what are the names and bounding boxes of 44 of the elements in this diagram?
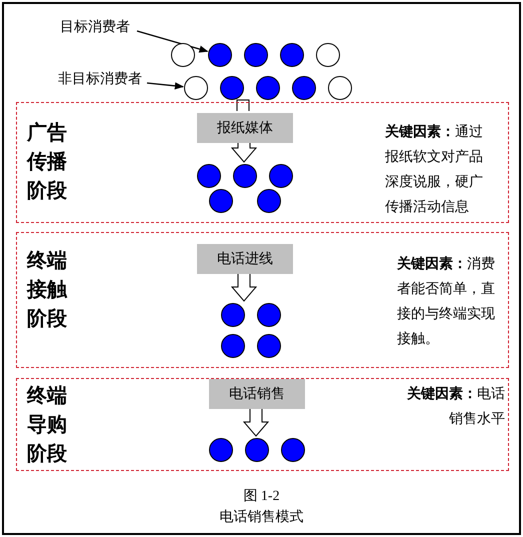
consumer-dot — [197, 164, 221, 188]
figure-caption: 电话销售模式 — [220, 508, 304, 524]
consumer-dot — [256, 76, 280, 100]
key-factor-text: 关键因素：电话销售水平 — [406, 384, 505, 428]
consumer-dot — [209, 189, 233, 213]
consumer-dot — [208, 43, 232, 67]
consumer-dot — [257, 334, 281, 358]
channel-box: 电话进线 — [197, 244, 293, 274]
hollow-arrow — [230, 142, 258, 163]
hollow-arrow — [242, 408, 270, 437]
consumer-dot — [245, 438, 269, 462]
consumer-circle — [316, 43, 340, 67]
consumer-circle — [328, 76, 352, 100]
consumer-dot — [244, 43, 268, 67]
leader-line — [146, 82, 184, 90]
channel-box: 报纸媒体 — [197, 113, 293, 143]
consumer-dot — [221, 303, 245, 327]
consumer-dot — [233, 164, 257, 188]
consumer-dot — [221, 334, 245, 358]
key-factor-text: 关键因素：通过报纸软文对产品深度说服，硬广传播活动信息 — [385, 122, 484, 216]
figure-number: 图 1-2 — [243, 488, 280, 505]
consumer-label: 非目标消费者 — [58, 70, 142, 88]
key-factor-text: 关键因素：消费者能否简单，直接的与终端实现接触。 — [397, 254, 496, 348]
channel-box: 电话销售 — [209, 379, 305, 409]
stage-band — [16, 378, 509, 471]
consumer-dot — [209, 438, 233, 462]
consumer-dot — [292, 76, 316, 100]
hollow-arrow — [230, 272, 258, 302]
consumer-dot — [220, 76, 244, 100]
consumer-circle — [184, 76, 208, 100]
consumer-circle — [171, 43, 195, 67]
stage-title: 终端导购阶段 — [27, 384, 68, 467]
consumer-dot — [280, 43, 304, 67]
stage-band — [16, 232, 509, 368]
consumer-dot — [257, 189, 281, 213]
stage-title: 广告传播阶段 — [27, 120, 68, 204]
consumer-dot — [269, 164, 293, 188]
stage-band — [16, 102, 509, 223]
leader-line — [136, 30, 208, 53]
stage-title: 终端接触阶段 — [27, 249, 68, 332]
hollow-arrow — [236, 100, 250, 112]
consumer-label: 目标消费者 — [60, 18, 130, 36]
consumer-dot — [281, 438, 305, 462]
consumer-dot — [257, 303, 281, 327]
